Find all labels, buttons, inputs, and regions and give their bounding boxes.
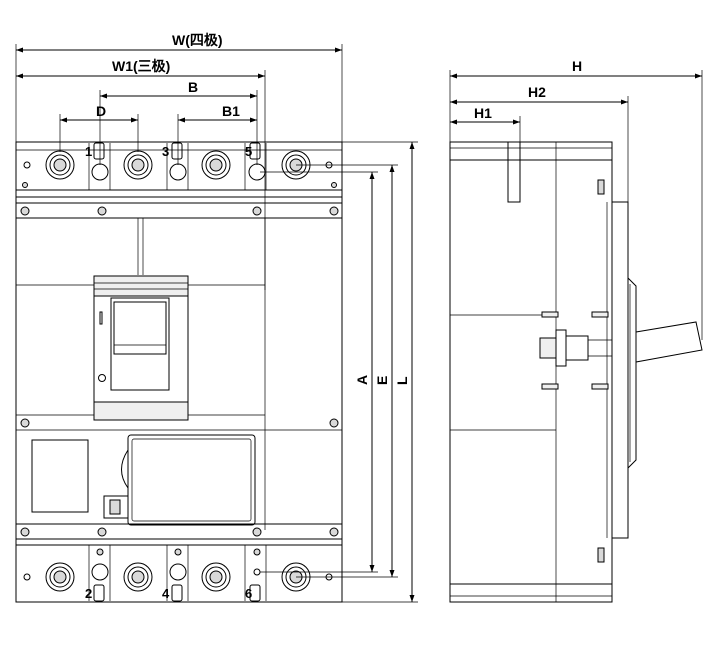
top-terminal-strip: [16, 142, 342, 204]
dim-h-label: H: [572, 58, 582, 74]
dim-h1-label: H1: [474, 105, 492, 121]
top-terminal-screw-2: [123, 150, 153, 180]
top-hole-1: [91, 163, 109, 181]
front-dimensions: W(四极) W1(三极) B D B1 A E L: [15, 32, 418, 603]
terminal-2-label: 2: [85, 586, 92, 601]
top-terminal-screw-1: [45, 150, 75, 180]
operating-handle: [93, 275, 189, 421]
dim-b1-label: B1: [222, 103, 240, 119]
terminal-1-label: 1: [85, 144, 92, 159]
top-hole-3: [169, 163, 187, 181]
accessory-window: [31, 439, 89, 513]
dim-l-label: L: [394, 376, 410, 385]
front-body-outline: [15, 141, 343, 603]
dim-e-label: E: [374, 376, 390, 385]
terminal-3-label: 3: [162, 144, 169, 159]
top-pin-left: [23, 161, 31, 169]
dim-w1-label: W1(三极): [112, 58, 170, 74]
front-view: 1 3 5 2 4 6: [15, 141, 343, 603]
trip-unit: [103, 434, 256, 526]
mount-screws-bottom: [20, 527, 339, 537]
terminal-6-label: 6: [245, 586, 252, 601]
dim-w-label: W(四极): [172, 32, 223, 48]
bottom-terminal-strip: [16, 538, 342, 602]
dim-b-label: B: [188, 79, 198, 95]
handle-housing: [627, 277, 637, 469]
side-body-outline: [449, 141, 613, 603]
bottom-terminal-screw-2: [123, 562, 153, 592]
side-cover: [611, 201, 629, 539]
hinge-block: [539, 311, 612, 390]
dim-a-label: A: [354, 375, 370, 385]
bottom-hole-4: [169, 563, 187, 581]
side-dimensions: H H2 H1: [449, 58, 703, 340]
bottom-hole-6: [253, 568, 261, 576]
bottom-hole-2: [91, 563, 109, 581]
dim-h2-label: H2: [528, 84, 546, 100]
terminal-bar: [507, 141, 521, 203]
terminal-4-label: 4: [162, 586, 170, 601]
side-view: [449, 141, 703, 603]
mount-screws-top: [20, 182, 339, 216]
bottom-terminal-screw-1: [45, 562, 75, 592]
top-terminal-screw-3: [201, 150, 231, 180]
bottom-terminal-screw-3: [201, 562, 231, 592]
terminal-5-label: 5: [245, 144, 252, 159]
dim-d-label: D: [96, 103, 106, 119]
main-cover: [16, 217, 342, 530]
handle-lever: [635, 321, 703, 363]
